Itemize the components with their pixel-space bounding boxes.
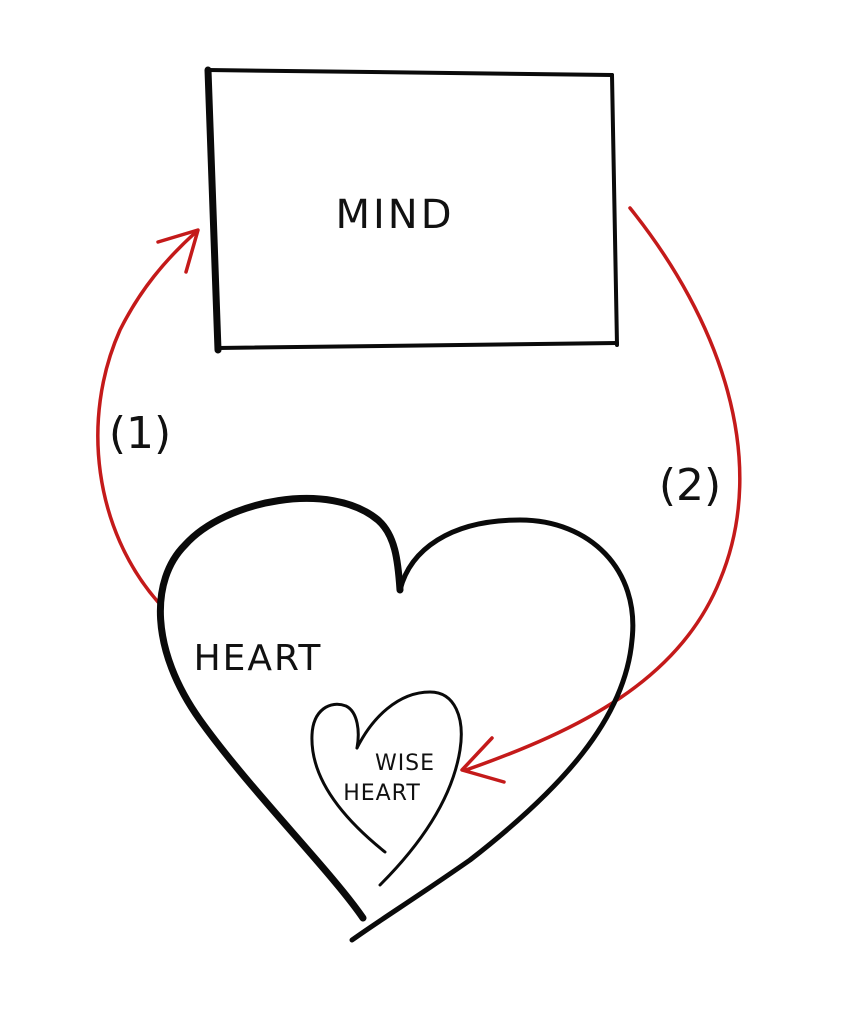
- wise-heart-outline: WISE HEART: [310, 690, 463, 887]
- mind-label: MIND: [335, 192, 454, 238]
- mind-box: MIND: [204, 66, 619, 354]
- arrow-1: (1): [96, 228, 200, 604]
- step-1-label: (1): [109, 408, 171, 459]
- wise-heart-label-line1: WISE: [375, 751, 435, 776]
- step-2-label: (2): [659, 460, 721, 511]
- heart-label: HEART: [194, 638, 323, 679]
- arrow-2: (2): [460, 206, 742, 784]
- heart-outline: HEART: [156, 494, 636, 943]
- wise-heart-label-line2: HEART: [343, 781, 421, 806]
